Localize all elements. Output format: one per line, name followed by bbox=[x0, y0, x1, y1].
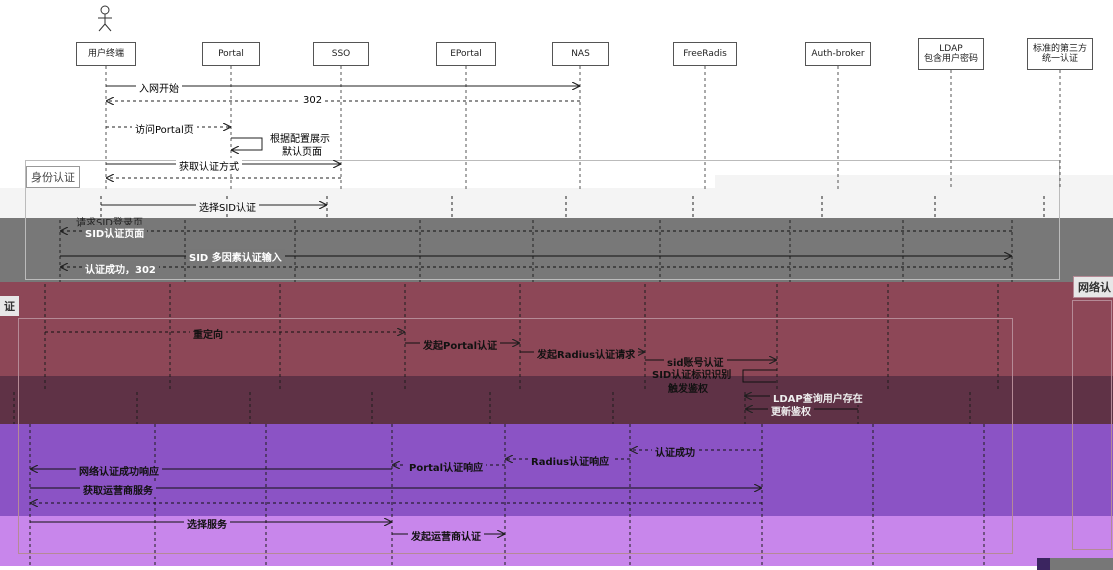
msg-302: 302 bbox=[300, 95, 326, 106]
section-network-label-left: 证 bbox=[0, 296, 19, 316]
msg-init-portal-auth: 发起Portal认证 bbox=[420, 337, 501, 352]
participant-auth-broker: Auth-broker bbox=[805, 42, 871, 66]
msg-init-radius-request: 发起Radius认证请求 bbox=[534, 346, 639, 361]
msg-get-auth-method: 获取认证方式 bbox=[176, 158, 242, 173]
msg-visit-portal: 访问Portal页 bbox=[132, 121, 197, 136]
msg-select-sid: 选择SID认证 bbox=[196, 199, 259, 214]
msg-sid-page: SID认证页面 bbox=[82, 225, 148, 240]
section-network-label-right: 网络认 bbox=[1073, 276, 1113, 298]
msg-select-service: 选择服务 bbox=[184, 516, 230, 531]
band-identity-top-right bbox=[715, 175, 1113, 191]
msg-portal-response: Portal认证响应 bbox=[406, 459, 487, 474]
msg-network-start: 入网开始 bbox=[136, 80, 182, 95]
participant-eportal: EPortal bbox=[436, 42, 496, 66]
participant-nas: NAS bbox=[552, 42, 609, 66]
band-network-purple bbox=[0, 424, 1113, 516]
lifelines-network bbox=[13, 284, 999, 566]
network-frame bbox=[18, 318, 1013, 554]
msg-sid-account-auth: sid账号认证 bbox=[664, 354, 727, 369]
msg-init-carrier-auth: 发起运营商认证 bbox=[408, 528, 484, 543]
lifelines bbox=[105, 66, 1061, 190]
msg-show-default-2: 默认页面 bbox=[282, 147, 322, 158]
msg-request-sid-login: 请求SID登录页 bbox=[76, 218, 143, 229]
participant-portal: Portal bbox=[202, 42, 260, 66]
lifelines-gray bbox=[59, 196, 1045, 282]
msg-redirect: 重定向 bbox=[190, 326, 226, 341]
identity-frame bbox=[25, 160, 1060, 280]
msg-get-carrier-service: 获取运营商服务 bbox=[80, 482, 156, 497]
participant-third-party-auth: 标准的第三方 统一认证 bbox=[1027, 38, 1093, 70]
msg-network-success-response: 网络认证成功响应 bbox=[76, 463, 162, 478]
participant-ldap: LDAP 包含用户密码 bbox=[918, 38, 984, 70]
corner-block-gray bbox=[1050, 558, 1113, 570]
msg-sid-mfa-input: SID 多因素认证输入 bbox=[186, 249, 285, 264]
msg-auth-success: 认证成功 bbox=[652, 444, 698, 459]
participant-user-terminal: 用户终端 bbox=[76, 42, 136, 66]
msg-show-default-1: 根据配置展示 bbox=[270, 134, 330, 145]
user-figure-icon bbox=[98, 5, 112, 32]
msg-update-authz: 更新鉴权 bbox=[768, 403, 814, 418]
msg-sid-identify: SID认证标识识别 bbox=[652, 370, 732, 381]
band-network-red bbox=[0, 282, 1113, 392]
band-network-dark bbox=[0, 376, 1113, 424]
participant-sso: SSO bbox=[313, 42, 369, 66]
msg-trigger-authz: 触发鉴权 bbox=[668, 384, 708, 395]
section-identity-label: 身份认证 bbox=[26, 166, 80, 188]
network-frame-right bbox=[1072, 300, 1112, 550]
network-arrows bbox=[30, 332, 858, 534]
msg-ldap-query: LDAP查询用户存在 bbox=[770, 390, 866, 405]
participant-freeradis: FreeRadis bbox=[673, 42, 737, 66]
msg-radius-response: Radius认证响应 bbox=[528, 453, 613, 468]
msg-auth-success-302: 认证成功，302 bbox=[82, 261, 159, 276]
